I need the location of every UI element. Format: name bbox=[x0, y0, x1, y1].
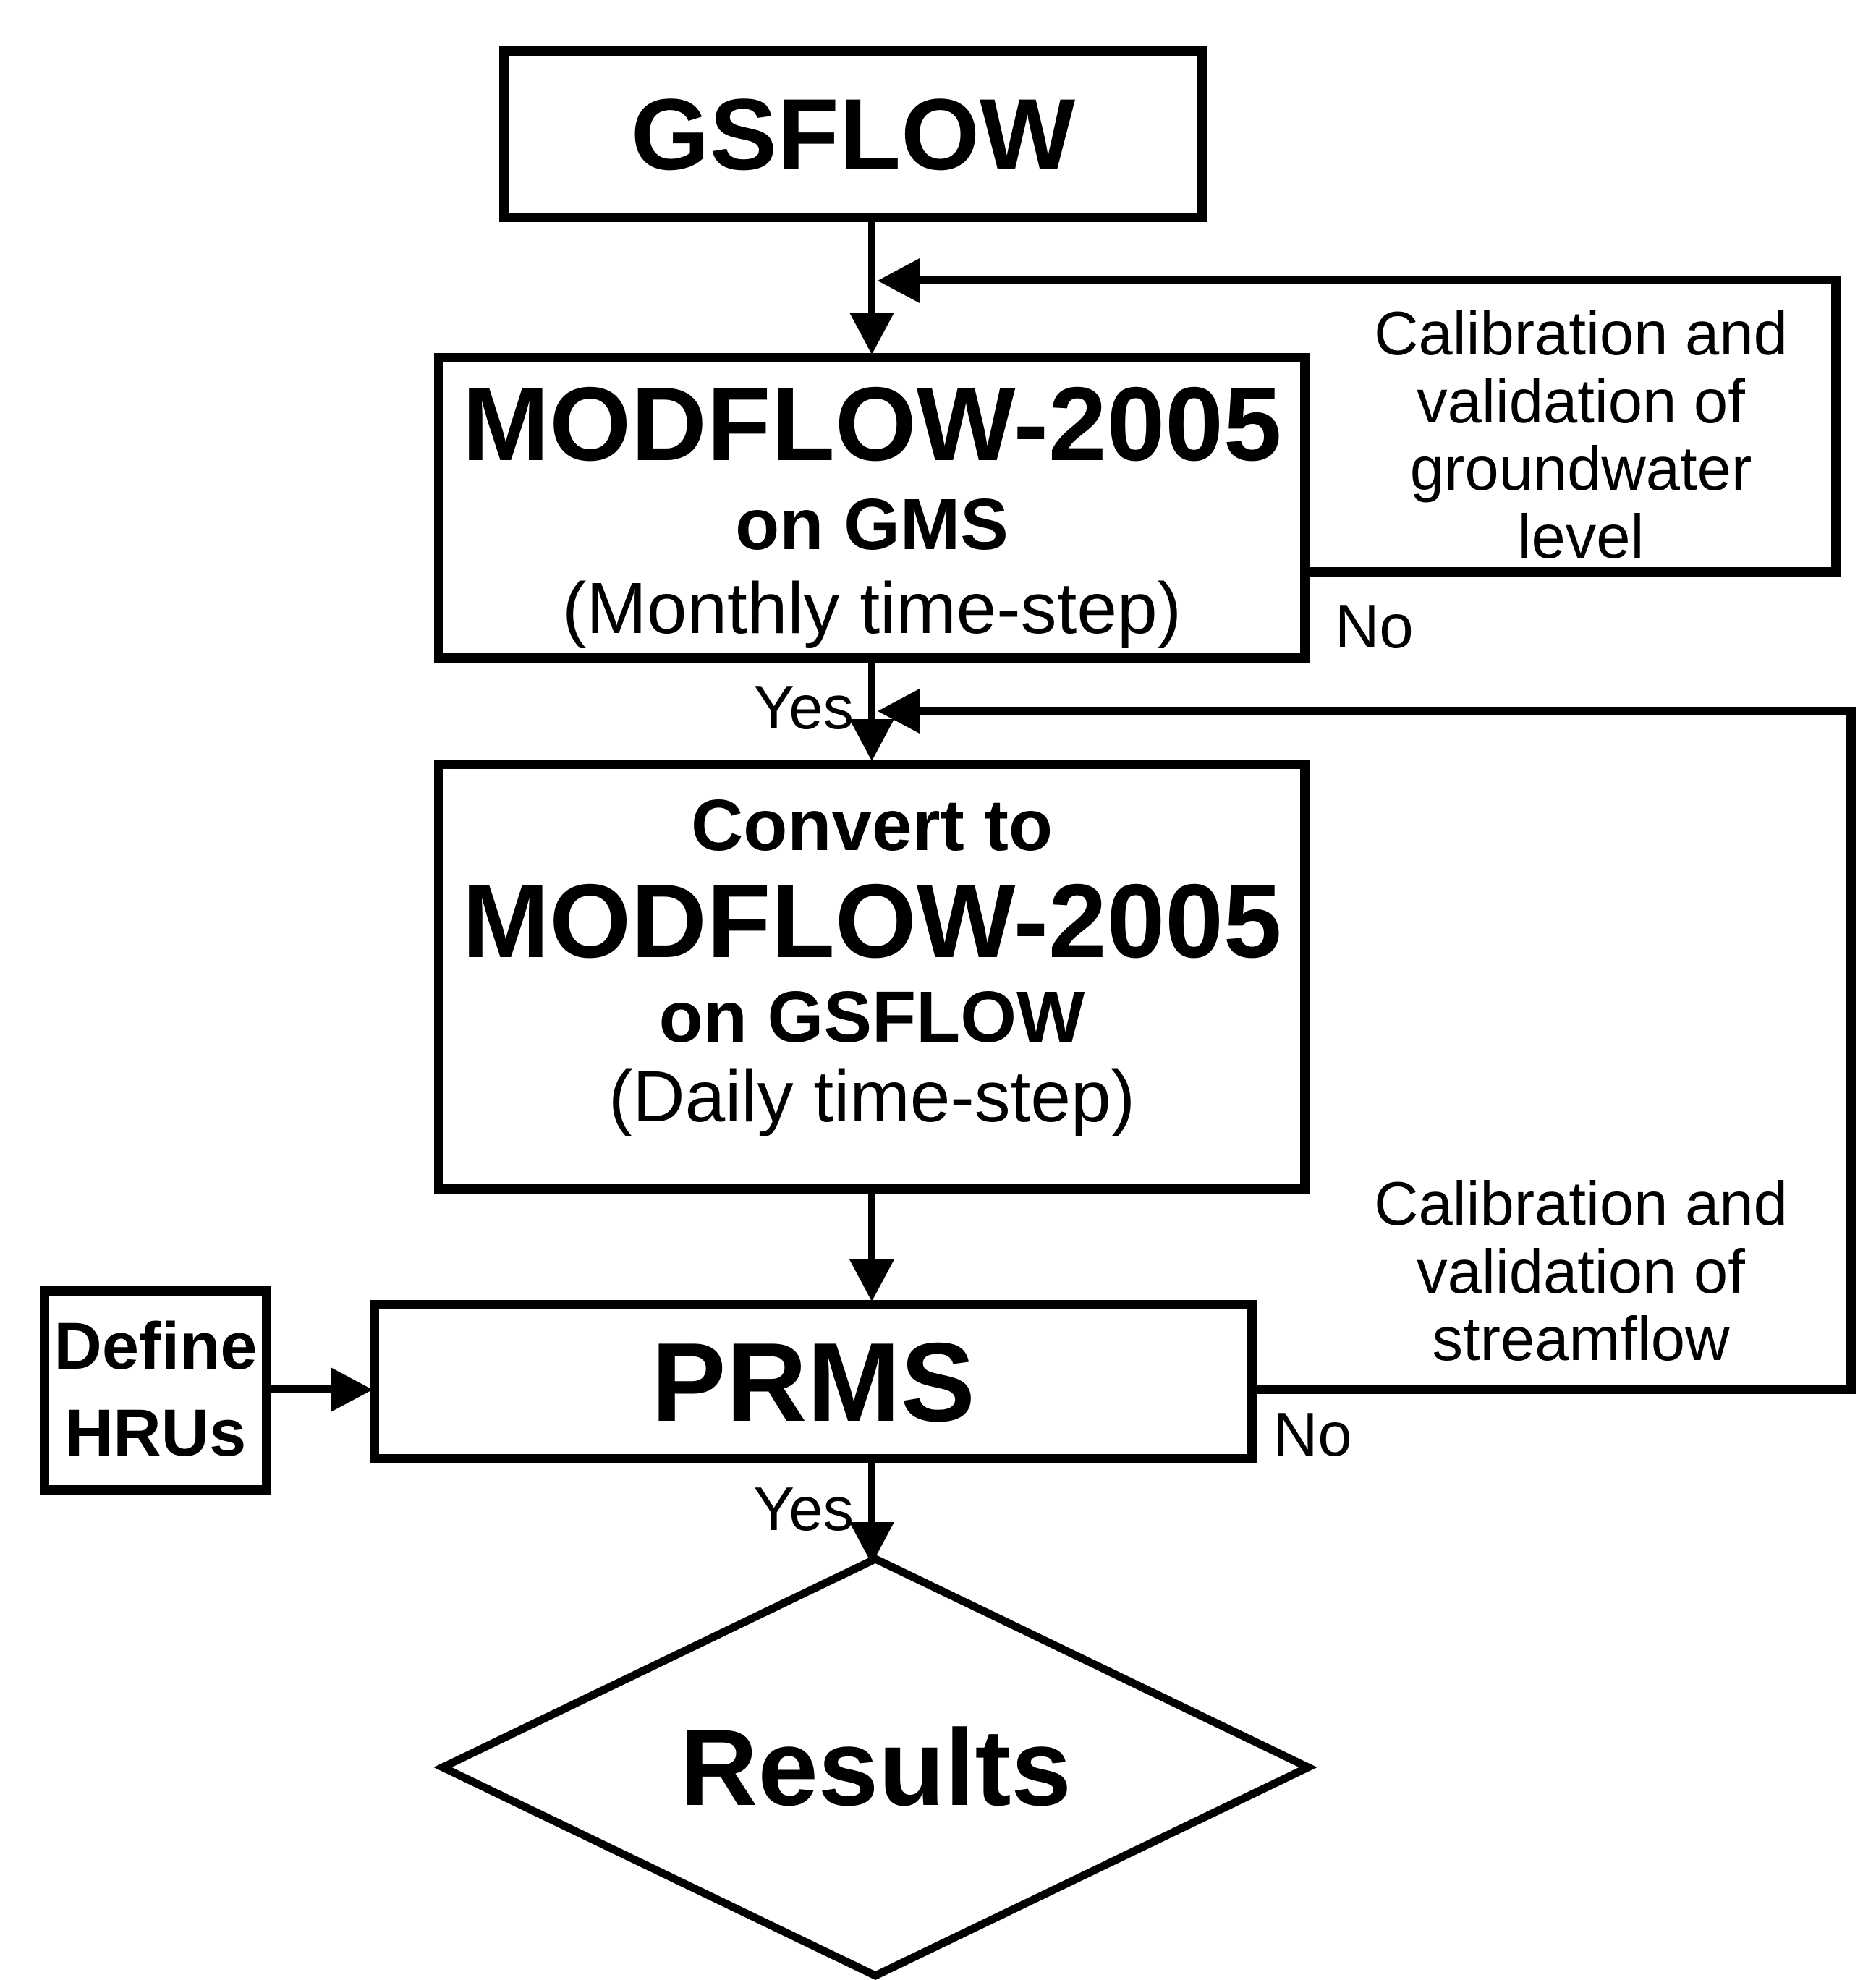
groundwater-loop-top-line bbox=[912, 276, 1841, 284]
results-label-wrap: Results bbox=[434, 1550, 1317, 1980]
diamond-shape bbox=[434, 1554, 1317, 1980]
gsflow-label: GSFLOW bbox=[630, 77, 1076, 191]
annotation-line: level bbox=[1517, 502, 1644, 572]
convert-subtitle: on GSFLOW bbox=[658, 977, 1085, 1058]
groundwater-yes-label: Yes bbox=[753, 674, 854, 742]
modflow-gms-subtitle: on GMS bbox=[735, 483, 1009, 565]
arrowhead-left-icon bbox=[878, 689, 920, 734]
groundwater-loop-annotation: Calibration and validation of groundwate… bbox=[1324, 300, 1838, 571]
arrowhead-down-icon bbox=[849, 1259, 894, 1301]
streamflow-loop-top-line bbox=[912, 707, 1856, 715]
streamflow-no-label: No bbox=[1273, 1401, 1352, 1469]
connector-gsflow-to-modflow bbox=[868, 221, 875, 320]
convert-intro: Convert to bbox=[691, 785, 1053, 866]
results-diamond-node bbox=[434, 1554, 1317, 1980]
annotation-line: validation of bbox=[1417, 1237, 1745, 1306]
modflow-gms-timestep: (Monthly time-step) bbox=[562, 567, 1181, 649]
annotation-line: streamflow bbox=[1432, 1305, 1730, 1374]
connector-modflow-to-convert bbox=[868, 662, 875, 721]
arrowhead-right-icon bbox=[331, 1367, 373, 1412]
streamflow-loop-annotation: Calibration and validation of streamflow bbox=[1324, 1170, 1838, 1374]
arrowhead-left-icon bbox=[878, 258, 920, 303]
streamflow-yes-label: Yes bbox=[753, 1475, 854, 1544]
modflow-gms-title: MODFLOW-2005 bbox=[462, 365, 1282, 483]
arrowhead-down-icon bbox=[849, 313, 894, 354]
connector-convert-to-prms bbox=[868, 1194, 875, 1262]
groundwater-no-label: No bbox=[1335, 592, 1414, 661]
define-hrus-line1: Define bbox=[54, 1309, 258, 1384]
annotation-line: Calibration and bbox=[1374, 299, 1788, 368]
convert-timestep: (Daily time-step) bbox=[608, 1056, 1135, 1137]
streamflow-loop-right-line bbox=[1846, 707, 1856, 1394]
results-label: Results bbox=[679, 1706, 1071, 1828]
streamflow-loop-bottom-line bbox=[1252, 1385, 1856, 1394]
convert-title: MODFLOW-2005 bbox=[462, 862, 1282, 980]
connector-definehrus-to-prms bbox=[271, 1385, 340, 1393]
annotation-line: validation of bbox=[1417, 367, 1745, 436]
define-hrus-node: Define HRUs bbox=[40, 1286, 271, 1495]
groundwater-loop-right-line bbox=[1831, 276, 1841, 577]
groundwater-loop-bottom-line bbox=[1302, 567, 1841, 577]
modflow-gms-node: MODFLOW-2005 on GMS (Monthly time-step) bbox=[434, 353, 1310, 663]
gsflow-node: GSFLOW bbox=[499, 46, 1207, 222]
annotation-line: groundwater bbox=[1409, 435, 1752, 504]
prms-label: PRMS bbox=[651, 1319, 975, 1445]
annotation-line: Calibration and bbox=[1374, 1170, 1788, 1238]
connector-prms-to-results bbox=[868, 1463, 875, 1525]
convert-modflow-node: Convert to MODFLOW-2005 on GSFLOW (Daily… bbox=[434, 760, 1310, 1194]
prms-node: PRMS bbox=[370, 1300, 1257, 1463]
define-hrus-line2: HRUs bbox=[64, 1396, 247, 1470]
